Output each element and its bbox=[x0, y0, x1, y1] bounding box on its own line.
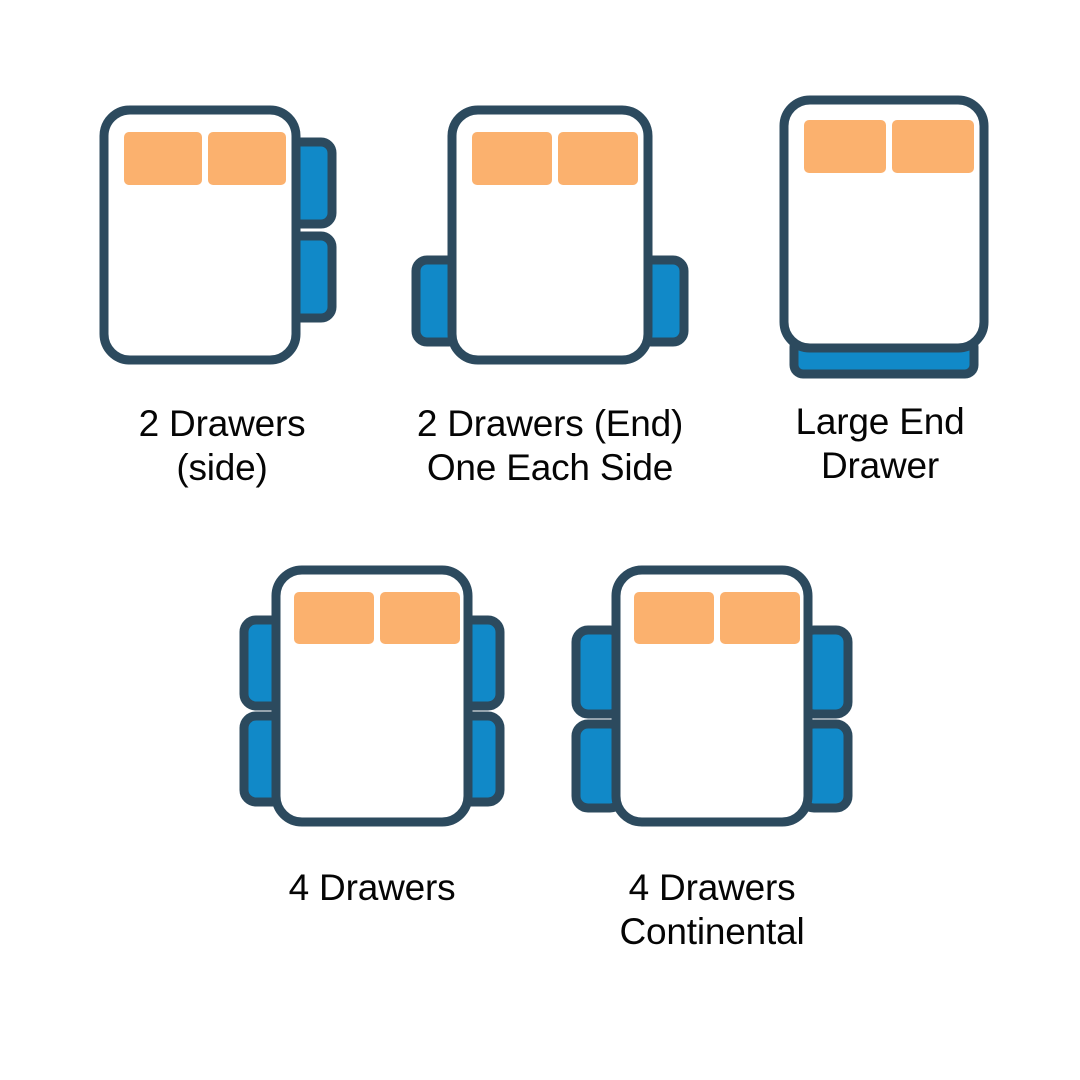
pillow-right bbox=[892, 120, 974, 173]
bed-diagram-four-drawers bbox=[239, 565, 505, 827]
pillow-left bbox=[472, 132, 552, 185]
pillow-left bbox=[634, 592, 714, 644]
bed-option-large-end-drawer[interactable]: Large End Drawer bbox=[720, 80, 1040, 487]
bed-diagram-two-drawers-side bbox=[99, 105, 337, 365]
pillow-left bbox=[294, 592, 374, 644]
pillow-right bbox=[558, 132, 638, 185]
bed-diagram-large-end-drawer bbox=[779, 95, 989, 379]
bed-option-label: 4 Drawers bbox=[288, 867, 456, 908]
bed-option-label: 2 Drawers (End) One Each Side bbox=[416, 403, 684, 488]
bed-option-four-drawers[interactable]: 4 Drawers bbox=[212, 552, 532, 910]
bed-option-label: 2 Drawers (side) bbox=[138, 403, 306, 488]
pillow-left bbox=[124, 132, 202, 185]
pillow-left bbox=[804, 120, 886, 173]
bed-option-label: 4 Drawers Continental bbox=[619, 867, 805, 952]
pillow-right bbox=[720, 592, 800, 644]
pillow-right bbox=[380, 592, 460, 644]
bed-option-two-drawers-side[interactable]: 2 Drawers (side) bbox=[62, 90, 382, 489]
pillow-right bbox=[208, 132, 286, 185]
bed-diagram-four-drawers-continental bbox=[571, 565, 853, 827]
bed-option-label: Large End Drawer bbox=[795, 401, 965, 486]
bed-diagram-two-drawers-end bbox=[411, 105, 689, 365]
bed-option-four-drawers-continental[interactable]: 4 Drawers Continental bbox=[552, 552, 872, 953]
bed-option-two-drawers-end-one-each-side[interactable]: 2 Drawers (End) One Each Side bbox=[390, 90, 710, 489]
